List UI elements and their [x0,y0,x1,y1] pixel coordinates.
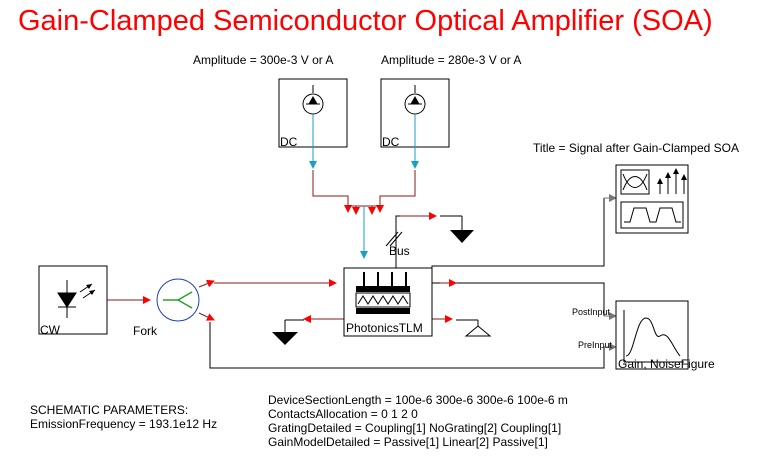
visualizer-title-param: Title = Signal after Gain-Clamped SOA [533,141,739,155]
port-post-input-label: PostInput [572,307,611,317]
dc-source-1[interactable] [278,78,348,148]
dc-source-2-amplitude: Amplitude = 280e-3 V or A [381,53,522,67]
port-pre-input-label: PreInput [578,340,613,350]
gain-noise-analyzer[interactable] [615,300,689,370]
tlm-param-grating: GratingDetailed = Coupling[1] NoGrating[… [268,421,562,435]
dc-source-2-label: DC [382,135,400,149]
electrical-wires [309,147,437,268]
termination-right [456,319,492,337]
gain-analyzer-label: Gain, NoiseFigure [618,357,715,371]
photonics-tlm[interactable] [343,267,433,337]
signal-visualizer[interactable] [615,164,689,234]
cw-laser-label: CW [40,323,60,337]
dc-source-1-label: DC [280,135,298,149]
ground-top [440,215,474,243]
dc-source-2[interactable] [380,78,450,148]
dc-source-1-amplitude: Amplitude = 300e-3 V or A [193,53,334,67]
page-title: Gain-Clamped Semiconductor Optical Ampli… [18,5,713,37]
tlm-param-gain-model: GainModelDetailed = Passive[1] Linear[2]… [268,435,548,449]
photonics-tlm-label: PhotonicsTLM [346,321,423,335]
fork[interactable] [156,278,200,322]
schematic-params-heading: SCHEMATIC PARAMETERS: [30,403,189,417]
cw-laser[interactable] [38,265,108,335]
fork-label: Fork [133,324,157,338]
tlm-param-section-length: DeviceSectionLength = 100e-6 300e-6 300e… [268,393,568,407]
emission-frequency: EmissionFrequency = 193.1e12 Hz [30,417,218,431]
ground-left [272,319,304,345]
tlm-param-contacts: ContactsAllocation = 0 1 2 0 [268,407,418,421]
optical-wires [107,194,617,369]
bus-label: Bus [389,244,410,258]
